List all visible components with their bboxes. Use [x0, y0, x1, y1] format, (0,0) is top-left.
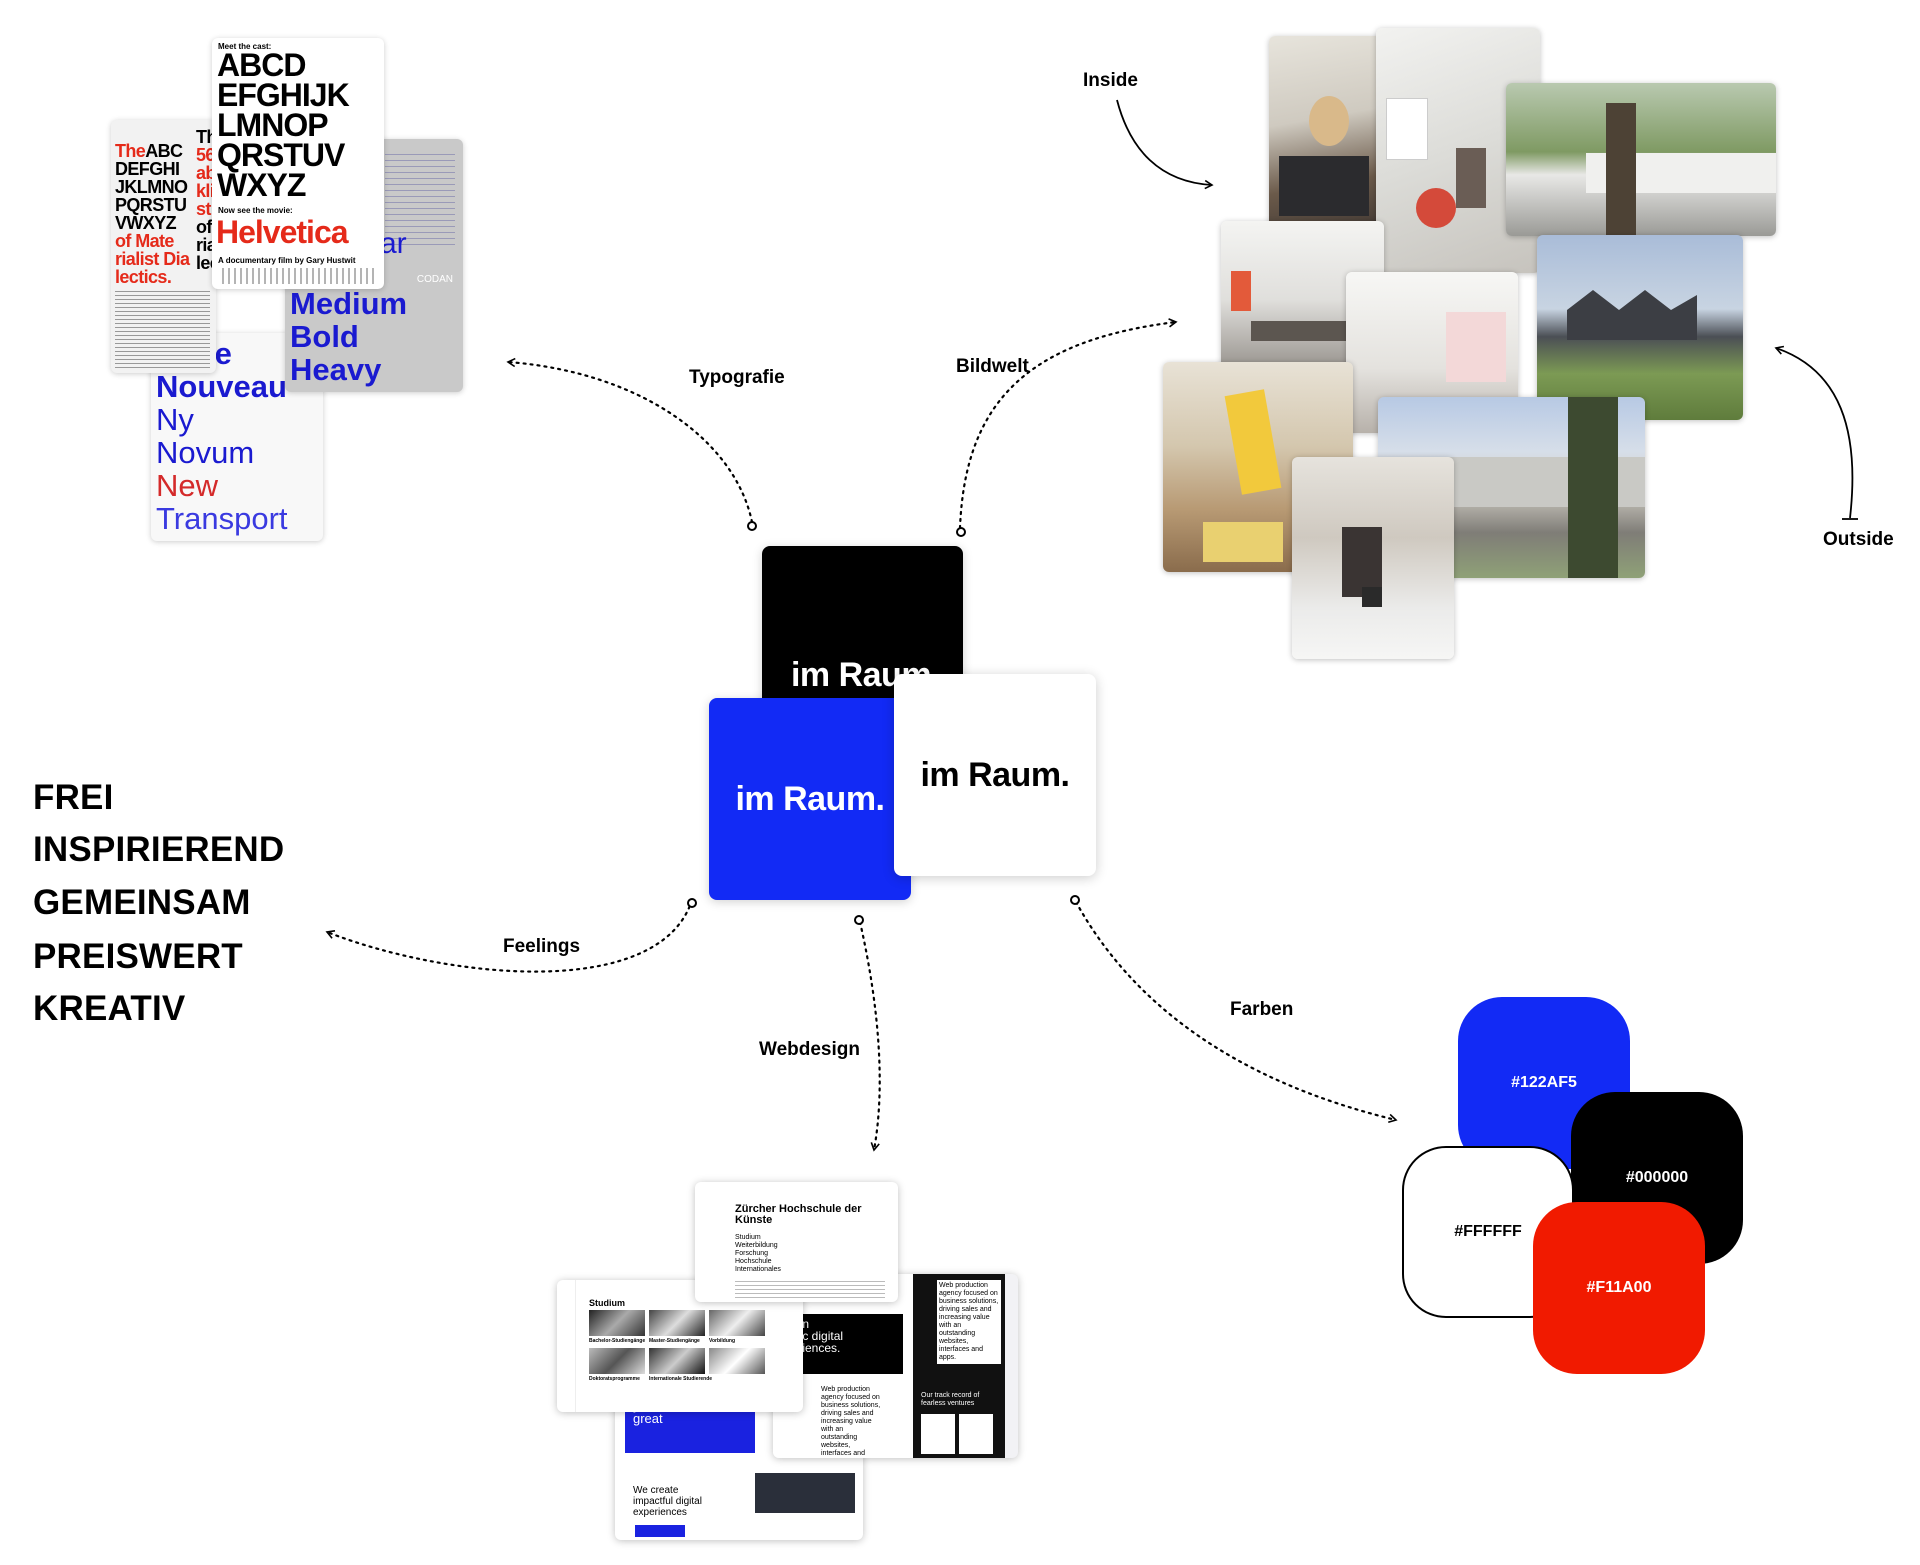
photo-vitra-house: [1537, 235, 1743, 420]
link-bildwelt: [958, 318, 1178, 530]
brand-tag: We create impactful digital experiences: [633, 1485, 702, 1518]
link-inside: [1116, 99, 1214, 190]
feeling-item: PREISWERT: [33, 937, 243, 976]
name-line: Ny: [156, 402, 194, 437]
cast-letters: ABCD EFGHIJK LMNOP QRSTUV WXYZ: [217, 47, 350, 203]
feeling-item: KREATIV: [33, 989, 186, 1028]
photo-studio-laptop: [1269, 36, 1393, 241]
label-feelings: Feelings: [503, 936, 581, 957]
studium-item: Doktoratsprogramme: [589, 1376, 640, 1382]
agency-side: Web production agency focused on busines…: [937, 1280, 1001, 1364]
feeling-item: INSPIRIEREND: [33, 830, 285, 869]
studium-item: Master-Studiengänge: [649, 1338, 700, 1344]
label-bildwelt: Bildwelt: [956, 356, 1029, 377]
type-poster-helvetica: Meet the cast: ABCD EFGHIJK LMNOP QRSTUV…: [212, 38, 384, 289]
text-block-texture: [115, 288, 210, 368]
logo-card-blue: im Raum.: [709, 698, 911, 900]
node-feelings: [687, 898, 697, 908]
node-farben: [1070, 895, 1080, 905]
zhdk-title: Zürcher Hochschule der Künste: [735, 1203, 862, 1226]
feeling-item: GEMEINSAM: [33, 883, 251, 922]
studium-item: Vorbildung: [709, 1338, 736, 1344]
weight-fragment: ar: [380, 227, 407, 260]
web-page-studium: Studium Bachelor-Studiengänge Master-Stu…: [557, 1280, 803, 1412]
label-webdesign: Webdesign: [759, 1039, 860, 1060]
weight-line: Medium: [290, 286, 408, 321]
studium-item: Bachelor-Studiengänge: [589, 1338, 646, 1344]
feeling-item: FREI: [33, 778, 114, 817]
logo-text-white: im Raum.: [920, 755, 1070, 794]
photo-student-worktable: [1292, 457, 1454, 659]
studium-item: Internationale Studierende: [649, 1376, 713, 1382]
poster-credit: A documentary film by Gary Hustwit: [218, 256, 356, 265]
weight-line: Heavy: [290, 352, 382, 387]
name-line: Transport: [156, 501, 288, 536]
swatch-label: #000000: [1625, 1169, 1689, 1186]
text-block-texture: [385, 149, 455, 249]
agency-track: Our track record of fearless ventures: [921, 1392, 980, 1407]
node-webdesign: [854, 915, 864, 925]
studium-heading: Studium: [589, 1298, 625, 1308]
swatch-label: #122AF5: [1511, 1074, 1577, 1091]
dialectics-text: TheABC DEFGHI JKLMNO PQRSTU VWXYZ of Mat…: [115, 141, 190, 287]
label-typografie: Typografie: [689, 367, 785, 388]
label-inside: Inside: [1083, 70, 1138, 91]
type-poster-dialectics: TheABC DEFGHI JKLMNO PQRSTU VWXYZ of Mat…: [111, 120, 216, 373]
credits-texture: [218, 268, 378, 284]
web-page-zhdk: Zürcher Hochschule der Künste Studium We…: [695, 1182, 898, 1302]
swatch-label: #F11A00: [1586, 1279, 1652, 1296]
weight-line: Bold: [290, 319, 359, 354]
poster-sub: Now see the movie:: [218, 206, 293, 215]
zhdk-menu: Studium Weiterbildung Forschung Hochschu…: [735, 1234, 781, 1273]
poster-title: Helvetica: [216, 214, 349, 250]
photo-building-trees: [1506, 83, 1776, 236]
name-line: Nouveau: [156, 369, 287, 404]
logo-text-blue: im Raum.: [735, 779, 885, 818]
link-webdesign: [858, 920, 881, 1152]
name-line: New: [156, 468, 219, 503]
link-outside: [1774, 345, 1854, 519]
poster-brand: CODAN: [416, 274, 453, 285]
swatch-label: #FFFFFF: [1454, 1223, 1522, 1240]
logo-card-white: im Raum.: [894, 674, 1096, 876]
poster-header: Meet the cast:: [218, 42, 272, 51]
label-farben: Farben: [1230, 999, 1294, 1020]
node-bildwelt: [956, 527, 966, 537]
agency-body: Web production agency focused on busines…: [821, 1386, 881, 1457]
label-outside: Outside: [1823, 529, 1894, 550]
node-typografie: [747, 521, 757, 531]
name-line: Novum: [156, 435, 255, 470]
swatch-red: #F11A00: [1533, 1202, 1705, 1374]
